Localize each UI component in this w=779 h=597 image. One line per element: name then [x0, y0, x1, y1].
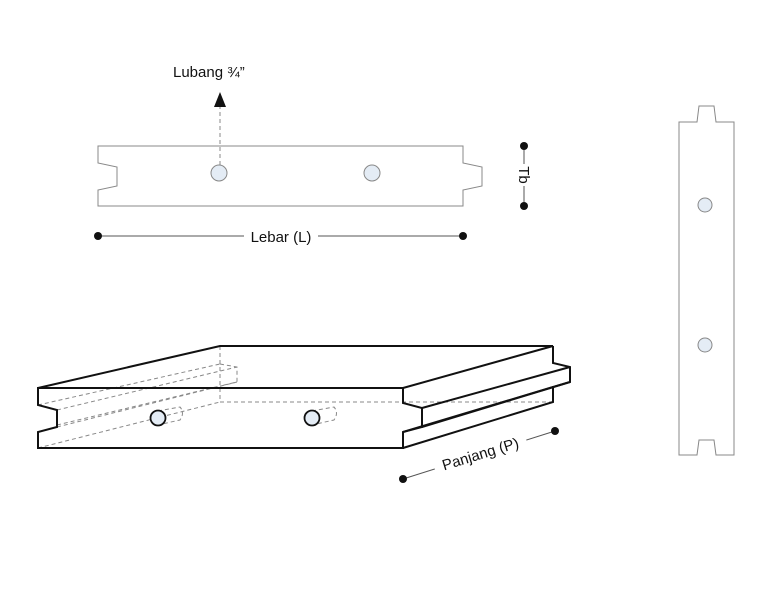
hole-label: Lubang ¾”	[173, 64, 245, 81]
side-view-board-outline	[678, 105, 735, 456]
thickness-label: Tb	[515, 166, 532, 184]
length-dim-dot-right	[551, 427, 559, 435]
arrow-up-icon	[214, 92, 226, 107]
side-hole-1	[697, 197, 713, 213]
iso-hole-1	[149, 409, 167, 427]
hole-cylinder-2	[311, 406, 337, 425]
top-view: Lubang ¾” Lebar (L) Tb	[94, 64, 534, 246]
hole-cylinder-1	[157, 406, 183, 425]
width-label: Lebar (L)	[251, 229, 312, 246]
iso-hole-2	[303, 409, 321, 427]
top-view-board-outline	[97, 145, 483, 207]
width-dim-dot-left	[94, 232, 102, 240]
thickness-dim-dot-bottom	[520, 202, 528, 210]
hole-2	[363, 164, 381, 182]
isometric-view: Panjang (P)	[37, 345, 571, 483]
side-view	[678, 105, 735, 456]
thickness-dim-dot-top	[520, 142, 528, 150]
width-dim-dot-right	[459, 232, 467, 240]
front-face	[37, 387, 423, 449]
length-label: Panjang (P)	[440, 435, 521, 474]
length-dim-dot-left	[399, 475, 407, 483]
hole-1	[210, 164, 228, 182]
side-hole-2	[697, 337, 713, 353]
